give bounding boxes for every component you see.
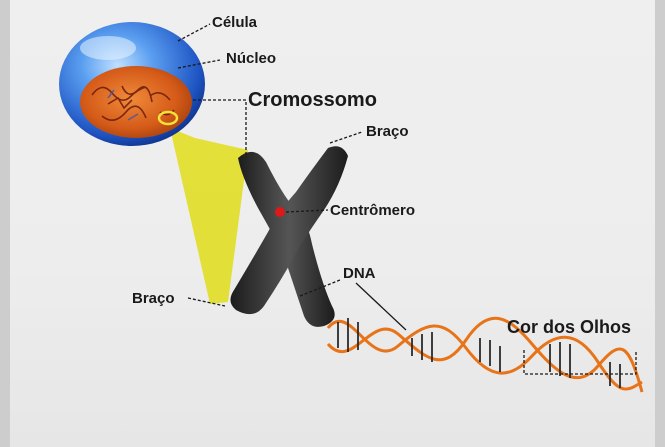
label-nucleo: Núcleo [226, 51, 276, 66]
centromere-dot [275, 207, 285, 217]
chromosome [230, 146, 348, 327]
nucleus [80, 66, 192, 138]
label-celula: Célula [212, 15, 257, 30]
chromosome-diagram [10, 0, 665, 447]
zoom-projection [170, 128, 248, 304]
label-braco-top: Braço [366, 124, 409, 139]
label-dna: DNA [343, 266, 376, 281]
label-cor-dos-olhos: Cor dos Olhos [507, 318, 631, 336]
label-braco-left: Braço [132, 291, 175, 306]
label-centromero: Centrômero [330, 203, 415, 218]
label-cromossomo: Cromossomo [248, 90, 377, 110]
